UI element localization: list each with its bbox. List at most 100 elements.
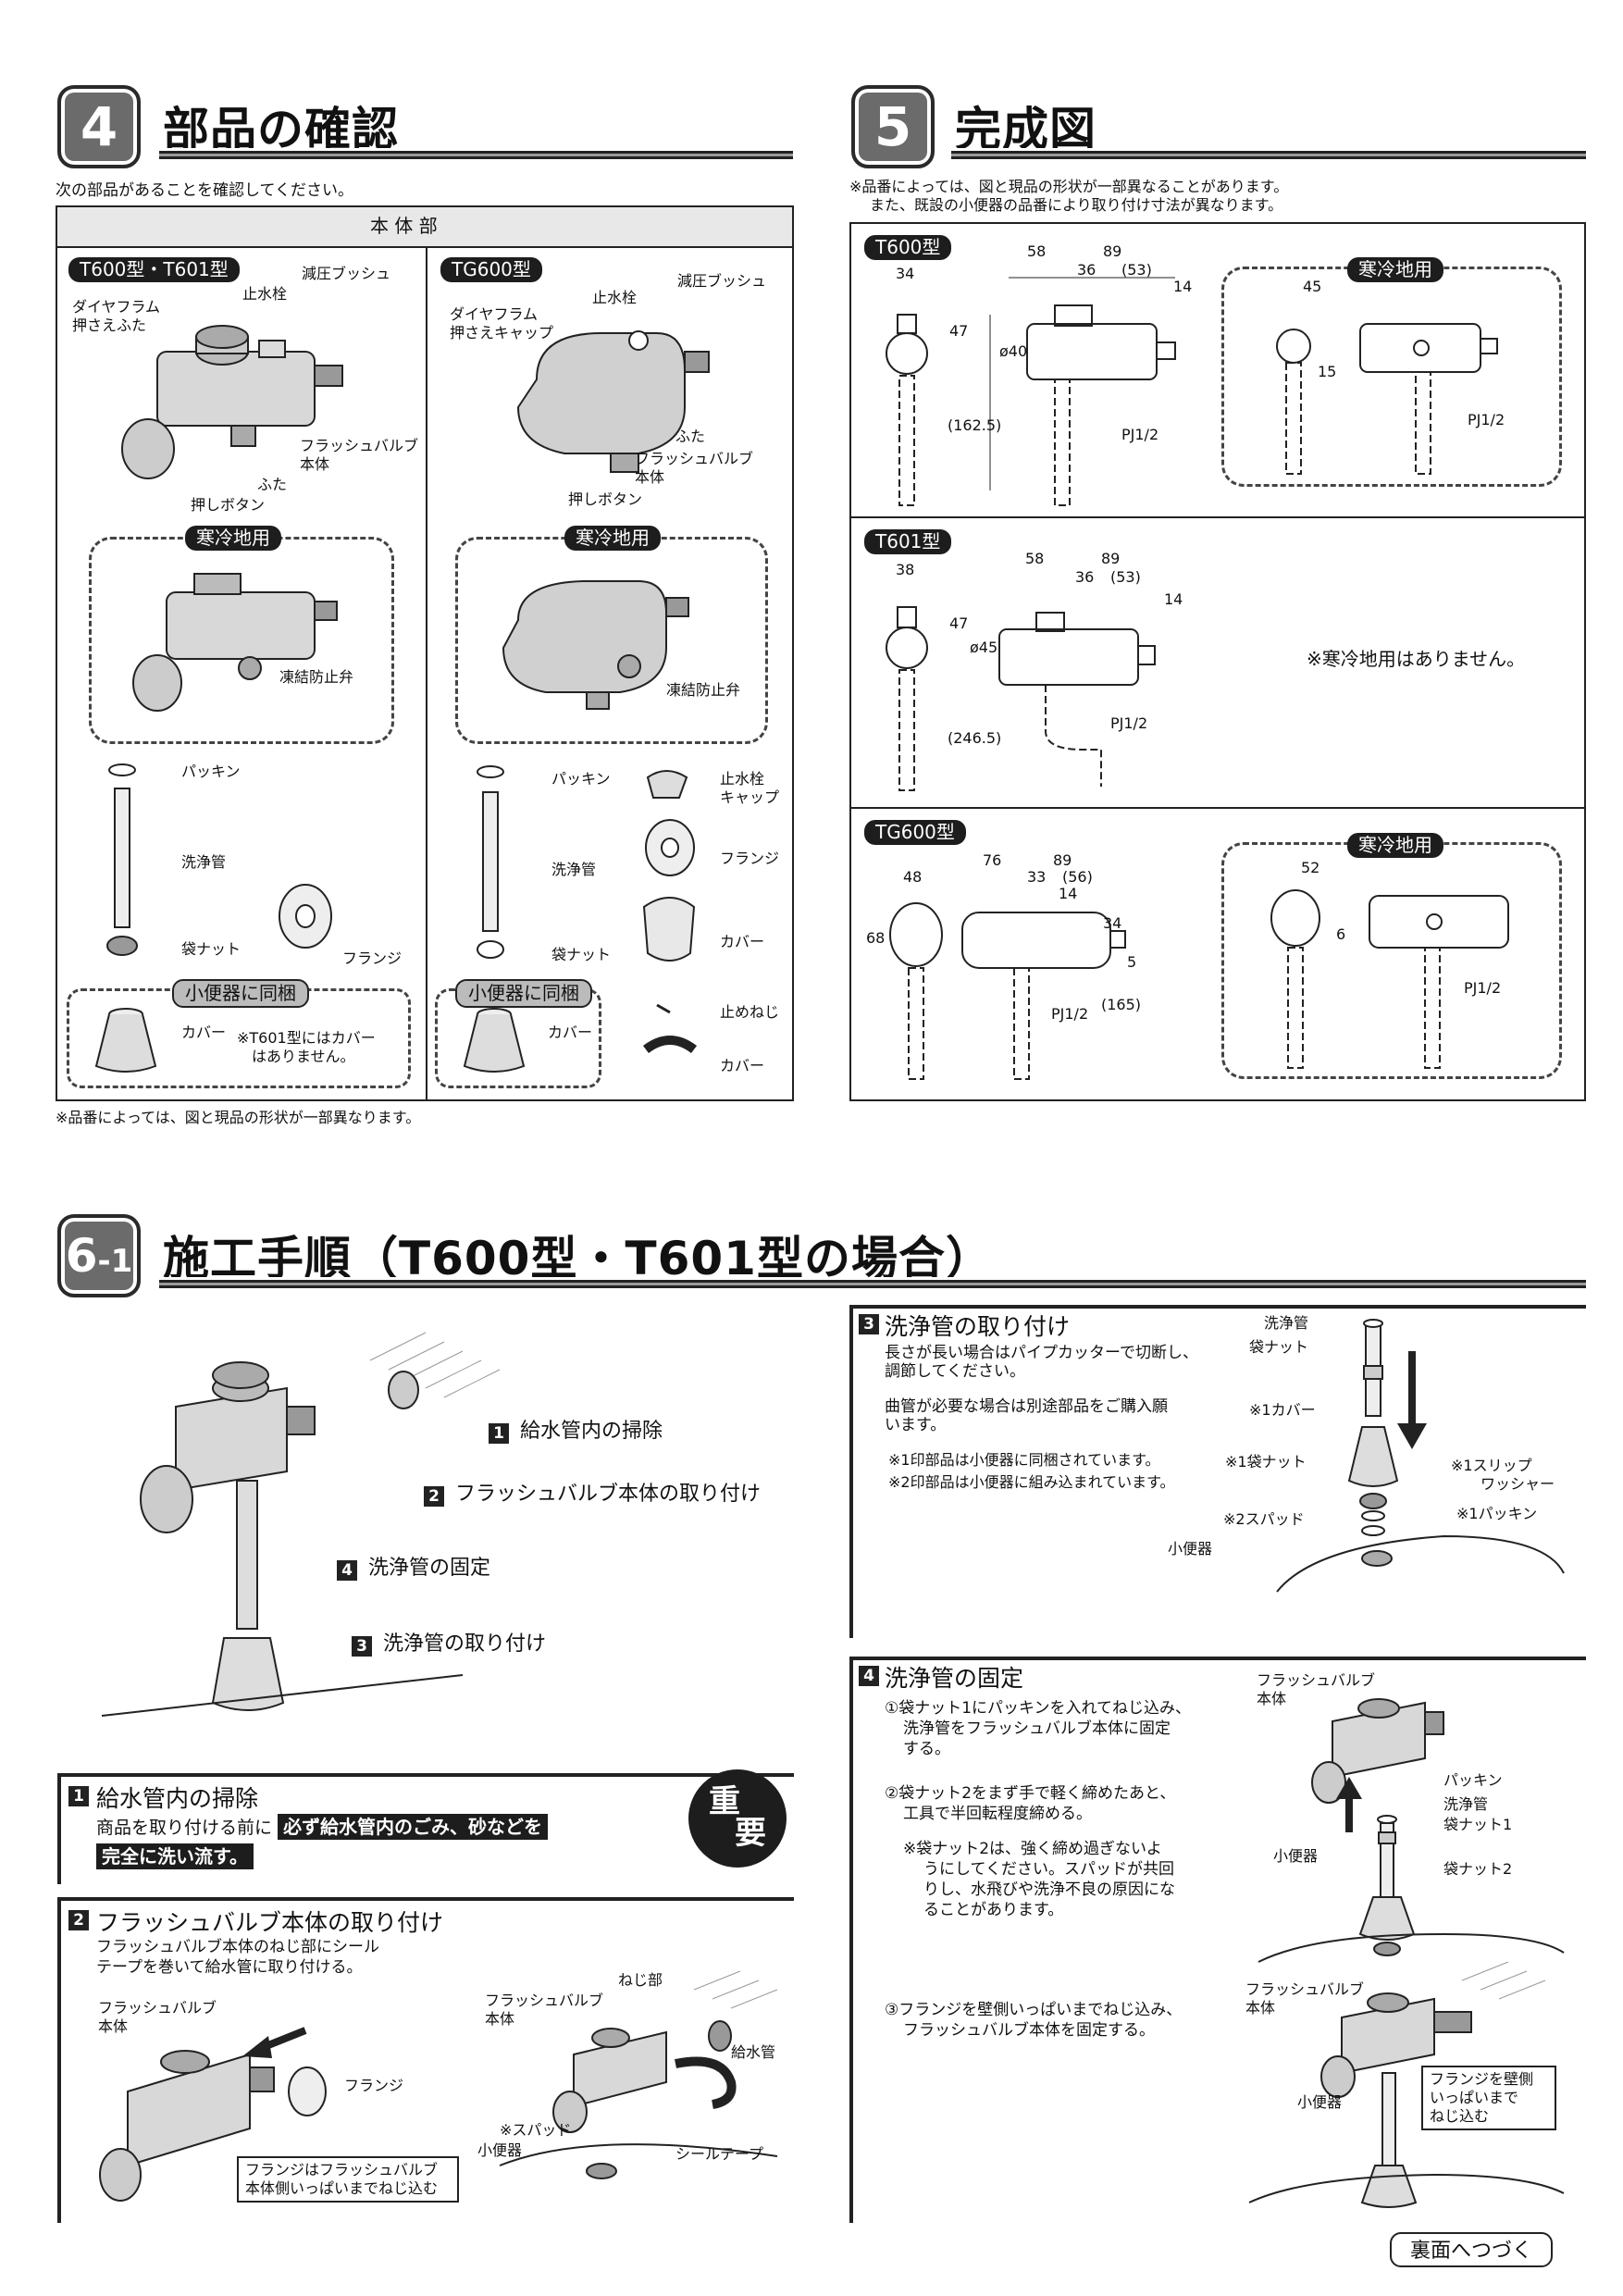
- section-rule: [159, 1277, 1586, 1288]
- step-2-label-spud: ※スパッド: [500, 2121, 572, 2139]
- label-reducer-bush: 減圧ブッシュ: [302, 265, 391, 282]
- step-4-label-bag-nut-2: 袋ナット2: [1443, 1860, 1513, 1878]
- bundle-tag-left: 小便器に同梱: [172, 979, 309, 1008]
- bundle-tag-right: 小便器に同梱: [455, 979, 592, 1008]
- step-2-bar: [57, 1897, 61, 2223]
- label-push-button-tg: 押しボタン: [568, 490, 643, 508]
- important-badge: 重 要: [688, 1769, 787, 1868]
- step-3-label-urinal: 小便器: [1168, 1540, 1213, 1558]
- dimension-drawing-t601: [886, 606, 1156, 791]
- step-4-label-bag-nut-1: 袋ナット1: [1443, 1816, 1513, 1833]
- cold-region-tag-t600: 寒冷地用: [1347, 257, 1443, 282]
- step-2-callout-line-2: 本体側いっぱいまでねじ込む: [245, 2179, 439, 2197]
- parts-illustration-right: [477, 765, 698, 1054]
- step-4-label-flush-valve: フラッシュバルブ: [1257, 1671, 1376, 1689]
- label-bag-nut-right: 袋ナット: [551, 946, 612, 963]
- dim-tg600-33: 33: [1027, 868, 1047, 886]
- dim-t600-14: 14: [1173, 278, 1193, 295]
- dim-t600-pj: PJ1/2: [1121, 426, 1159, 443]
- step-3-note-2: ※2印部品は小便器に組み込まれています。: [888, 1473, 1175, 1491]
- valve-illustration-t600: [121, 325, 343, 479]
- dim-t600-cold-15: 15: [1318, 363, 1337, 380]
- step-4-instruction-1b: 洗浄管をフラッシュバルブ本体に固定: [903, 1719, 1171, 1738]
- label-press-cover: 押さえふた: [72, 316, 147, 334]
- dimension-drawing-tg600-cold: [1270, 889, 1509, 1069]
- dim-t600-89: 89: [1103, 242, 1122, 260]
- label-cover-left: カバー: [181, 1024, 227, 1041]
- label-cover-bundle-right: カバー: [548, 1024, 593, 1041]
- step-4-label-body: 本体: [1257, 1690, 1287, 1707]
- label-stop-valve: 止水栓: [242, 285, 288, 303]
- step-3-rule: [849, 1305, 1586, 1309]
- step-2-label-seal-tape: シールテープ: [675, 2145, 764, 2163]
- section-number-5: 5: [851, 85, 935, 168]
- dim-t601-47: 47: [949, 614, 969, 632]
- step-4-callout-line-2: いっぱいまで: [1430, 2089, 1519, 2106]
- label-flush-valve: フラッシュバルブ: [300, 437, 419, 454]
- continue-on-back-button[interactable]: 裏面へつづく: [1390, 2232, 1553, 2267]
- dim-tg600-pj: PJ1/2: [1051, 1005, 1089, 1023]
- step-4-note-2c: りし、水飛びや洗浄不良の原因にな: [923, 1880, 1175, 1899]
- step-2-label-flush-valve-2: フラッシュバルブ: [485, 1992, 604, 2009]
- step-3-label-bag-nut: 袋ナット: [1249, 1338, 1309, 1356]
- label-flange-left: フランジ: [342, 949, 403, 967]
- dim-tg600-89: 89: [1053, 851, 1072, 869]
- dim-t600-36: 36: [1077, 261, 1096, 279]
- step-4-callout-line-3: ねじ込む: [1430, 2107, 1490, 2125]
- dim-t600-dia40: ø40: [999, 342, 1028, 360]
- label-bag-nut-left: 袋ナット: [181, 940, 242, 958]
- step-3-bar: [849, 1305, 853, 1638]
- step-4-label-flush-valve-2: フラッシュバルブ: [1245, 1980, 1365, 1998]
- dimension-drawing-tg600: [889, 902, 1126, 1080]
- label-reducer-bush-tg: 減圧ブッシュ: [677, 272, 767, 290]
- label-body-tg: 本体: [635, 468, 665, 486]
- step-4-illustration-top: [1258, 1698, 1565, 1963]
- step-3-note-1: ※1印部品は小便器に同梱されています。: [888, 1451, 1160, 1469]
- step-2-label-body-2: 本体: [485, 2010, 515, 2028]
- dim-tg600-cold-6: 6: [1336, 925, 1346, 943]
- step-3-number: 3: [859, 1314, 879, 1334]
- step-2-callout-line-1: フランジはフラッシュバルブ: [245, 2161, 439, 2178]
- step-2-text-2: テープを巻いて給水管に取り付ける。: [96, 1958, 363, 1977]
- step-3-illustration: [1276, 1319, 1565, 1593]
- label-lid: ふた: [257, 476, 288, 493]
- step-4-note-2a: ※袋ナット2は、強く締め過ぎないよ: [903, 1840, 1162, 1858]
- completion-divider-2: [851, 807, 1584, 809]
- parts-intro: 次の部品があることを確認してください。: [56, 181, 353, 200]
- label-body: 本体: [300, 455, 330, 473]
- valve-illustration-tg600: [516, 330, 710, 473]
- step-2-label-supply-pipe: 給水管: [731, 2043, 776, 2061]
- parts-table-header: 本 体 部: [370, 215, 438, 237]
- step-4-title: 洗浄管の固定: [885, 1665, 1024, 1692]
- parts-illustration-left: [106, 763, 332, 956]
- dimension-drawing-t600-cold: [1276, 323, 1498, 475]
- parts-table-header-bg: [57, 207, 792, 248]
- completion-divider-1: [851, 516, 1584, 518]
- step-4-instruction-2a: ②袋ナット2をまず手で軽く締めたあと、: [885, 1784, 1176, 1803]
- overview-step-3-number: 3: [352, 1636, 372, 1657]
- dim-tg600-165: (165): [1101, 996, 1142, 1013]
- label-stop-valve-tg: 止水栓: [592, 289, 638, 306]
- label-freeze-valve-left: 凍結防止弁: [279, 668, 354, 686]
- parts-table: [56, 205, 794, 1101]
- dim-t601-36: 36: [1075, 568, 1095, 586]
- dim-t601-53: (53): [1110, 568, 1141, 586]
- model-tag-t600: T600型: [864, 235, 952, 260]
- overview-illustration: [101, 1332, 501, 1717]
- overview-step-1-label: 給水管内の掃除: [520, 1420, 663, 1443]
- step-1-rule: [57, 1773, 794, 1777]
- dim-tg600-76: 76: [983, 851, 1002, 869]
- step-1-text: 商品を取り付ける前に 必ず給水管内のごみ、砂などを: [96, 1814, 549, 1840]
- dim-t601-14: 14: [1164, 590, 1183, 608]
- step-4-instruction-3b: フラッシュバルブ本体を固定する。: [903, 2021, 1155, 2040]
- step-2-number: 2: [68, 1910, 89, 1930]
- step-3-text-4: います。: [885, 1416, 947, 1434]
- label-push-button: 押しボタン: [191, 496, 266, 514]
- step-4-instruction-1a: ①袋ナット1にパッキンを入れてねじ込み、: [885, 1699, 1192, 1718]
- step-2-rule: [57, 1897, 794, 1901]
- step-4-label-flush-pipe: 洗浄管: [1443, 1795, 1489, 1813]
- label-press-cap-tg: 押さえキャップ: [450, 324, 554, 341]
- step-4-instruction-1c: する。: [903, 1740, 950, 1758]
- label-cap-right: キャップ: [720, 788, 780, 806]
- step-4-label-packing: パッキン: [1443, 1771, 1503, 1789]
